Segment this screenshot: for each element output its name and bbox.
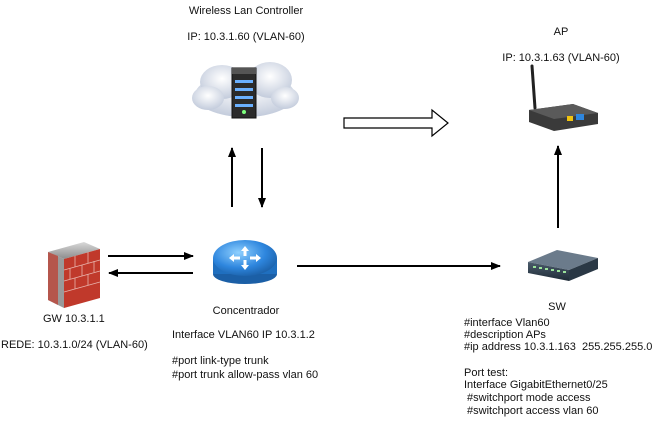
router-icon [213,240,277,284]
concentrador-cmd-2: #port trunk allow-pass vlan 60 [172,369,319,381]
switch-icon [528,250,598,281]
ap-title: AP [553,26,569,38]
firewall-icon [48,242,101,308]
server-cloud-icon [192,62,299,119]
gw-title: GW 10.3.1.1 [43,313,105,325]
access-point-icon [529,64,598,131]
sw-title: SW [548,301,566,313]
sw-port-vlan: #switchport access vlan 60 [464,405,599,417]
sw-cmd-1: #interface Vlan60 [464,317,550,329]
ap-ip: IP: 10.3.1.63 (VLAN-60) [502,52,620,64]
concentrador-interface: Interface VLAN60 IP 10.3.1.2 [172,329,315,341]
sw-port-interface: Interface GigabitEthernet0/25 [464,379,608,391]
concentrador-title: Concentrador [212,305,280,317]
sw-port-mode: #switchport mode access [464,392,591,404]
block-arrow-wlc-to-ap [343,108,449,138]
sw-port-test: Port test: [464,367,509,379]
sw-cmd-2: #description APs [464,329,546,341]
wlc-title: Wireless Lan Controller [188,5,304,17]
sw-cmd-3: #ip address 10.3.1.163 255.255.255.0 [464,341,653,353]
wlc-ip: IP: 10.3.1.60 (VLAN-60) [187,31,305,43]
gw-network: REDE: 10.3.1.0/24 (VLAN-60) [1,339,148,351]
concentrador-cmd-1: #port link-type trunk [172,355,269,367]
